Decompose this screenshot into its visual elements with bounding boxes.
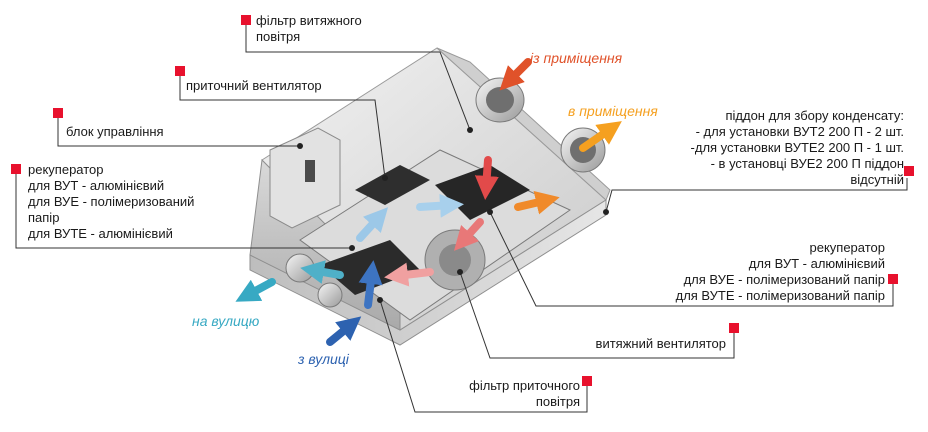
marker-exhaust-fan bbox=[729, 323, 739, 333]
arrow-lightblue-1 bbox=[356, 207, 389, 242]
flow-to-room: в приміщення bbox=[568, 103, 658, 119]
label-recuperator-left-line1: рекуператор bbox=[28, 162, 104, 177]
label-recuperator-left-line4: папір bbox=[28, 210, 60, 225]
supply-fan-grille bbox=[355, 165, 430, 205]
label-exhaust-filter-line1: фільтр витяжного bbox=[256, 13, 362, 28]
marker-recuperator-left bbox=[11, 164, 21, 174]
leader-supply-fan bbox=[179, 76, 386, 179]
arrow-orange-out bbox=[514, 191, 560, 215]
arrow-pink bbox=[384, 262, 434, 287]
arrow-down-red-2 bbox=[453, 218, 484, 251]
dot-recuperator-left bbox=[349, 245, 355, 251]
leader-recuperator-left bbox=[15, 174, 352, 249]
label-recuperator-left: рекуператор для ВУТ - алюмінієвий для ВУ… bbox=[28, 162, 194, 242]
label-supply-filter-line2: повітря bbox=[535, 394, 580, 409]
label-condensate-tray: піддон для збору конденсату: - для устан… bbox=[668, 108, 904, 188]
label-supply-filter-line1: фільтр приточного bbox=[469, 378, 580, 393]
pipe-from-room-opening bbox=[486, 87, 514, 113]
arrow-to-room bbox=[579, 121, 622, 152]
marker-supply-fan bbox=[175, 66, 185, 76]
dot-condensate bbox=[603, 209, 609, 215]
marker-recuperator-right bbox=[888, 274, 898, 284]
label-recuperator-left-line3: для ВУЕ - полімеризований bbox=[28, 194, 195, 209]
arrow-lightblue-2 bbox=[416, 193, 464, 218]
label-recuperator-left-line2: для ВУТ - алюмінієвий bbox=[28, 178, 165, 193]
label-exhaust-filter-line2: повітря bbox=[256, 29, 301, 44]
marker-control-unit bbox=[53, 108, 63, 118]
arrow-to-street bbox=[235, 278, 276, 302]
dot-exhaust-filter bbox=[467, 127, 473, 133]
leader-exhaust-filter bbox=[245, 25, 471, 131]
label-supply-filter: фільтр приточного повітря bbox=[430, 378, 580, 410]
label-condensate-line3: -для установки ВУТЕ2 200 П - 1 шт. bbox=[690, 140, 904, 155]
arrow-blue-up bbox=[358, 260, 383, 309]
leader-exhaust-fan bbox=[459, 271, 735, 359]
label-recuperator-right-line1: рекуператор bbox=[809, 240, 885, 255]
leader-recuperator-right bbox=[489, 211, 894, 307]
label-condensate-line1: піддон для збору конденсату: bbox=[725, 108, 904, 123]
dot-recuperator-right bbox=[487, 209, 493, 215]
label-recuperator-right: рекуператор для ВУТ - алюмінієвий для ВУ… bbox=[620, 240, 885, 304]
flow-to-street: на вулицю bbox=[192, 313, 260, 329]
arrow-from-street bbox=[326, 316, 362, 346]
control-display bbox=[305, 160, 315, 182]
dot-supply-filter bbox=[377, 297, 383, 303]
dot-supply-fan bbox=[382, 175, 388, 181]
arrow-down-red-1 bbox=[474, 156, 499, 200]
arrow-from-room bbox=[499, 58, 532, 91]
marker-supply-filter bbox=[582, 376, 592, 386]
label-exhaust-filter: фільтр витяжного повітря bbox=[256, 13, 362, 45]
label-condensate-line4: - в установці ВУЕ2 200 П піддон bbox=[710, 156, 904, 171]
dot-exhaust-fan bbox=[457, 269, 463, 275]
label-recuperator-right-line3: для ВУЕ - полімеризований папір bbox=[683, 272, 885, 287]
label-recuperator-left-line5: для ВУТЕ - алюмінієвий bbox=[28, 226, 173, 241]
leader-condensate bbox=[605, 178, 908, 213]
flow-from-street: з вулиці bbox=[298, 351, 349, 367]
label-supply-fan: приточний вентилятор bbox=[186, 78, 322, 93]
marker-condensate bbox=[904, 166, 914, 176]
label-control-unit: блок управління bbox=[66, 124, 164, 139]
exhaust-fan-hub bbox=[439, 244, 471, 276]
label-recuperator-right-line2: для ВУТ - алюмінієвий bbox=[748, 256, 885, 271]
flow-from-room: із приміщення bbox=[530, 50, 623, 66]
label-exhaust-fan: витяжний вентилятор bbox=[595, 336, 726, 351]
label-recuperator-right-line4: для ВУТЕ - полімеризований папір bbox=[675, 288, 885, 303]
dot-control-unit bbox=[297, 143, 303, 149]
label-condensate-line5: відсутній bbox=[850, 172, 904, 187]
marker-exhaust-filter bbox=[241, 15, 251, 25]
arrow-teal-left bbox=[300, 260, 344, 284]
leader-control-unit bbox=[57, 118, 300, 147]
label-condensate-line2: - для установки ВУТ2 200 П - 2 шт. bbox=[695, 124, 904, 139]
leader-supply-filter bbox=[379, 299, 588, 413]
pipe-from-street bbox=[317, 282, 343, 308]
